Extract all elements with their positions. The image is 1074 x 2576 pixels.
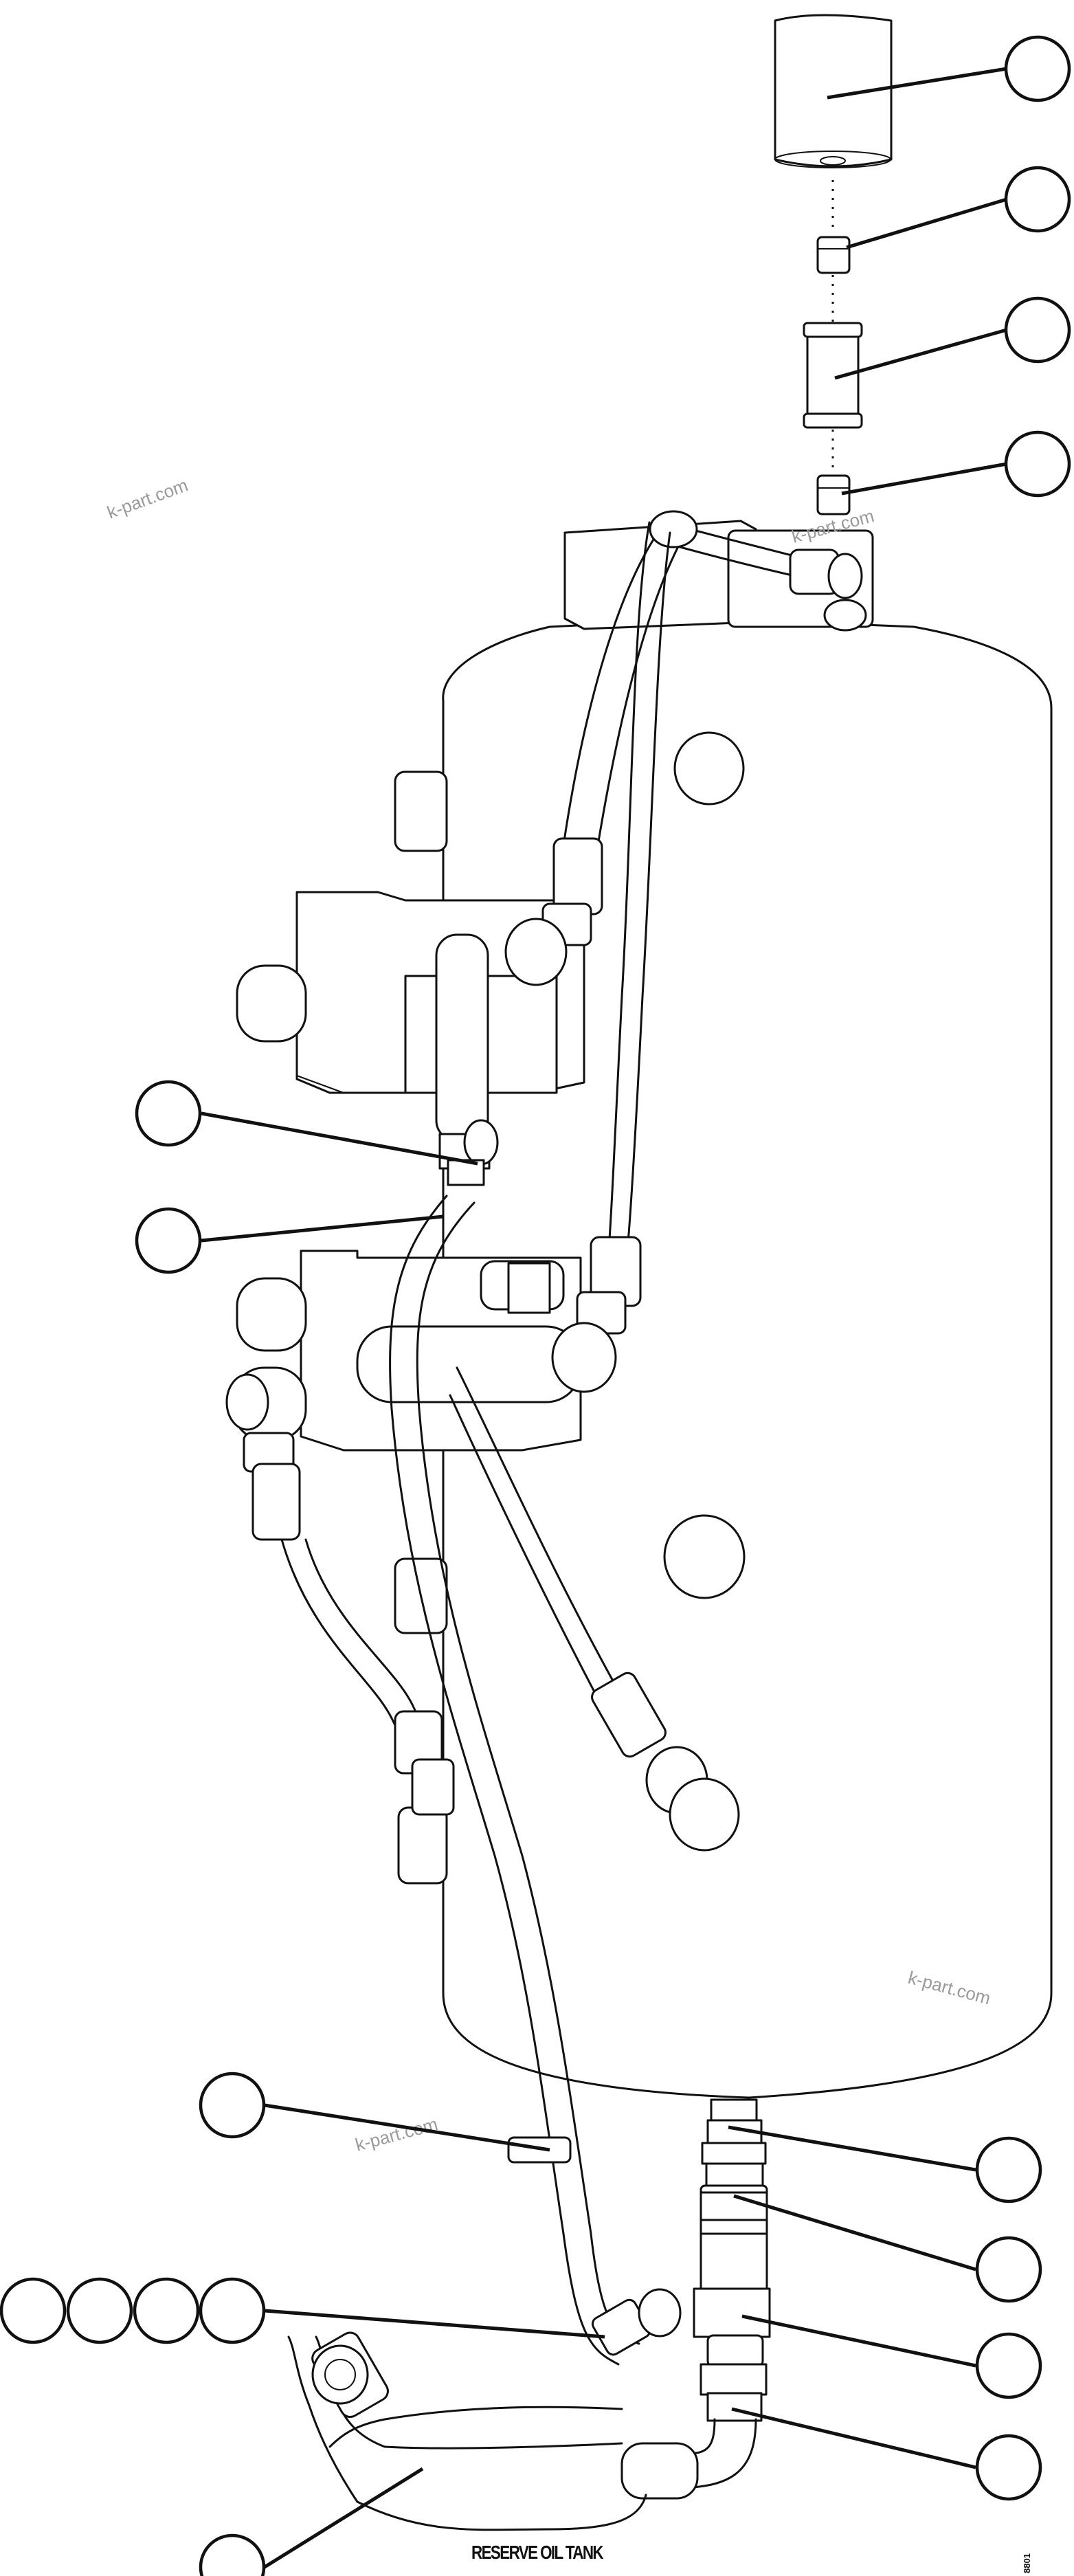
filter-element — [803, 322, 863, 429]
callout-bubble — [66, 2277, 133, 2344]
callout-bubble — [975, 2332, 1042, 2399]
upper-nipple — [816, 236, 851, 274]
callout-bubble — [199, 2277, 266, 2344]
callout-bubble — [0, 2277, 67, 2344]
callout-bubble — [135, 1207, 202, 1274]
callout-bubble — [1004, 166, 1071, 233]
watermark-text: k-part.com — [104, 474, 191, 522]
callout-bubble — [133, 2277, 200, 2344]
callout-bubble — [199, 2533, 266, 2576]
filter-cap — [774, 14, 893, 168]
callout-bubble — [975, 2136, 1042, 2203]
callout-bubbles — [0, 35, 1071, 2576]
callout-bubble — [199, 2072, 266, 2139]
callout-bubble — [975, 2236, 1042, 2303]
callout-bubble — [1004, 35, 1071, 102]
callout-bubble — [975, 2434, 1042, 2501]
oil-tank — [442, 520, 1053, 2099]
lower-nipple — [816, 474, 851, 515]
hoses — [225, 510, 867, 2531]
sheet-number: 8801 — [1021, 2553, 1032, 2573]
callout-bubble — [1004, 296, 1071, 364]
tank-ports — [394, 731, 746, 1885]
diagram-title: RESERVE OIL TANK — [471, 2542, 604, 2563]
callout-bubble — [1004, 430, 1071, 498]
callout-bubble — [135, 1080, 202, 1147]
leader-lines — [201, 67, 1007, 2569]
